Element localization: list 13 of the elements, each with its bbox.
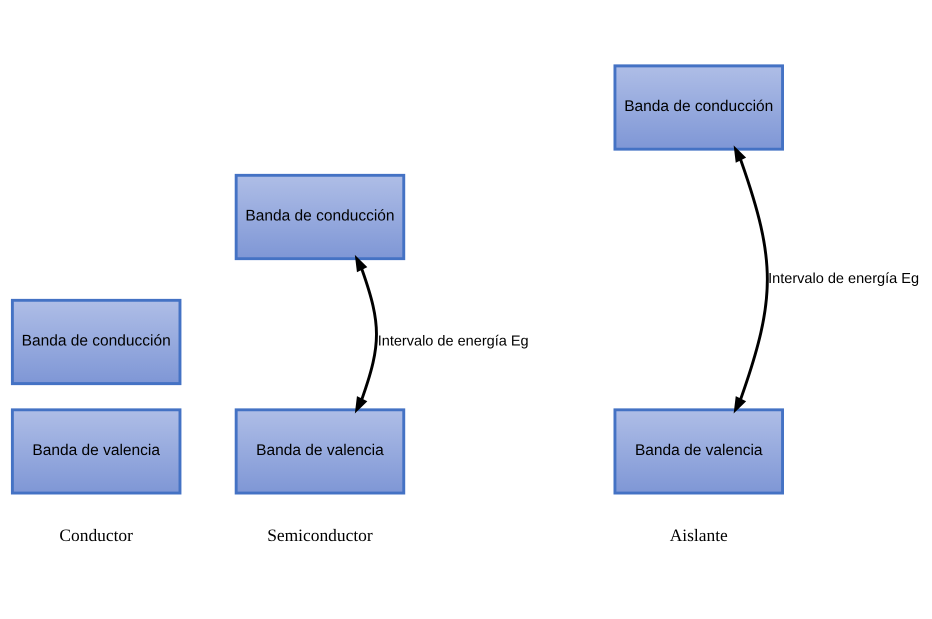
edge-label: Intervalo de energía Eg bbox=[768, 270, 920, 286]
label: Conductor bbox=[59, 524, 133, 544]
node-box: Banda de conducción bbox=[614, 64, 784, 150]
node-box: Banda de valencia bbox=[614, 408, 784, 494]
arrow bbox=[354, 254, 378, 414]
node-box: Banda de conducción bbox=[234, 173, 406, 260]
label: Aislante bbox=[670, 524, 728, 544]
node-box: Banda de valencia bbox=[10, 408, 182, 494]
node-box: Banda de valencia bbox=[234, 408, 406, 494]
arrow bbox=[734, 144, 769, 414]
node-box: Banda de conducción bbox=[10, 298, 182, 385]
label: Semiconductor bbox=[267, 524, 373, 544]
edge-label: Intervalo de energía Eg bbox=[378, 332, 529, 349]
